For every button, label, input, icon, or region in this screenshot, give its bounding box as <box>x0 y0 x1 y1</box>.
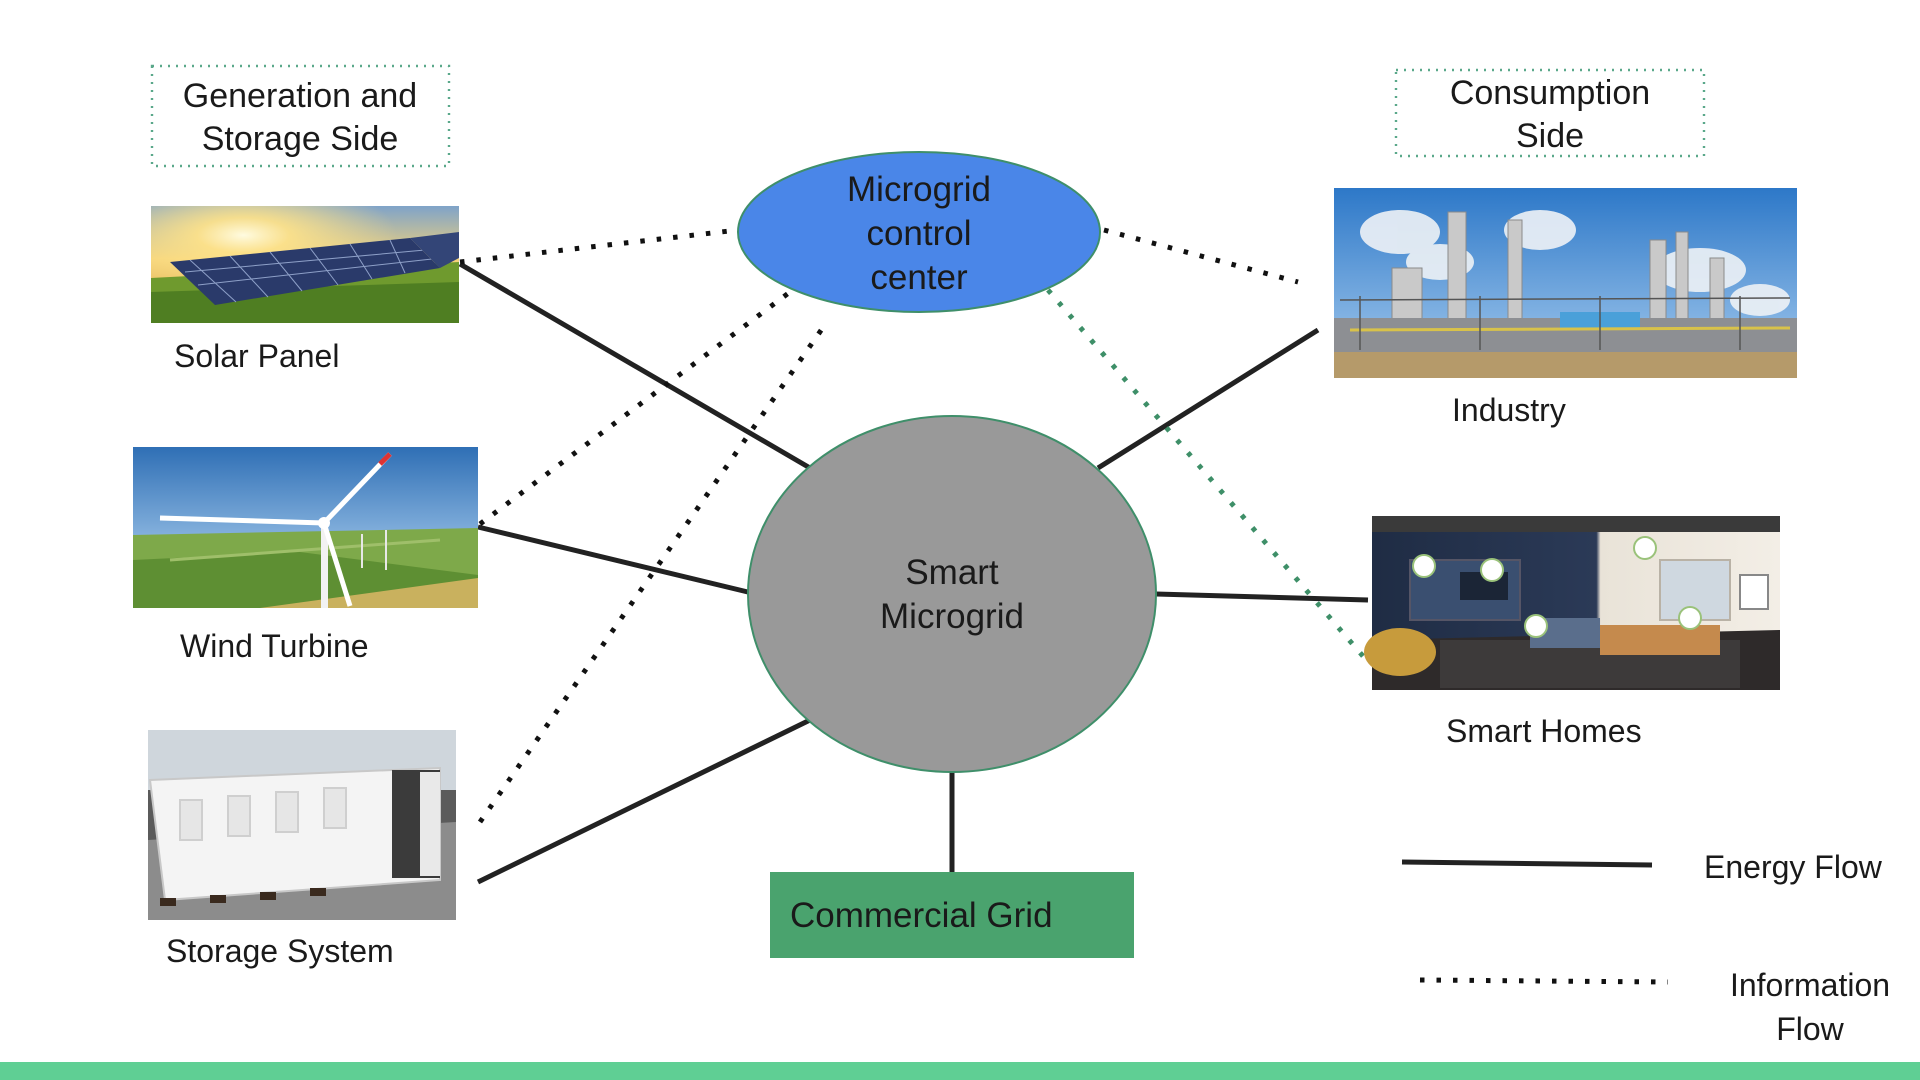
generation-side-line2: Storage Side <box>202 120 399 158</box>
control-center-line2: control <box>866 214 971 253</box>
storage-system-image <box>148 730 456 920</box>
commercial-grid-node: Commercial Grid <box>770 872 1134 958</box>
smart-microgrid-hub: Smart Microgrid <box>747 415 1157 773</box>
control-center-line3: center <box>870 258 968 297</box>
hub-circle <box>747 415 1157 773</box>
wind-turbine-image <box>133 447 478 608</box>
legend-info-line1: Information <box>1730 967 1890 1003</box>
legend: Energy Flow Information Flow <box>1401 849 1890 1047</box>
generation-side-line1: Generation and <box>183 77 417 115</box>
info-line-industry <box>1103 227 1299 285</box>
control-center-node: Microgrid control center <box>737 151 1101 313</box>
info-line-storage <box>477 324 827 824</box>
hub-line1: Smart <box>905 553 999 592</box>
energy-line-industry <box>1096 327 1320 471</box>
control-center-ellipse <box>737 151 1101 313</box>
industry-image <box>1334 188 1797 378</box>
consumption-side-line2: Side <box>1516 117 1584 155</box>
industry-label: Industry <box>1452 392 1566 428</box>
generation-side-header: Generation and Storage Side <box>150 64 451 168</box>
legend-info-line <box>1419 977 1669 985</box>
legend-info-line2: Flow <box>1776 1011 1844 1047</box>
energy-line-homes <box>1155 591 1369 603</box>
energy-line-wind <box>477 524 753 596</box>
footer-bar <box>0 1062 1920 1080</box>
smart-homes-image <box>1364 516 1780 690</box>
control-center-line1: Microgrid <box>847 170 991 209</box>
legend-energy-label: Energy Flow <box>1704 849 1883 885</box>
solar-panel-label: Solar Panel <box>174 338 339 374</box>
consumption-side-header: Consumption Side <box>1394 68 1706 158</box>
consumption-side-line1: Consumption <box>1450 74 1650 112</box>
commercial-grid-label: Commercial Grid <box>790 896 1053 935</box>
storage-system-label: Storage System <box>166 933 394 969</box>
legend-energy-line <box>1401 859 1653 868</box>
info-line-wind <box>478 289 792 527</box>
info-line-solar <box>459 227 739 265</box>
commercial-grid-box <box>770 872 1134 958</box>
hub-line2: Microgrid <box>880 597 1024 636</box>
energy-line-solar <box>458 261 812 471</box>
solar-panel-image <box>151 206 459 323</box>
wind-turbine-label: Wind Turbine <box>180 628 369 664</box>
smart-homes-label: Smart Homes <box>1446 713 1642 749</box>
energy-line-storage <box>476 717 812 885</box>
